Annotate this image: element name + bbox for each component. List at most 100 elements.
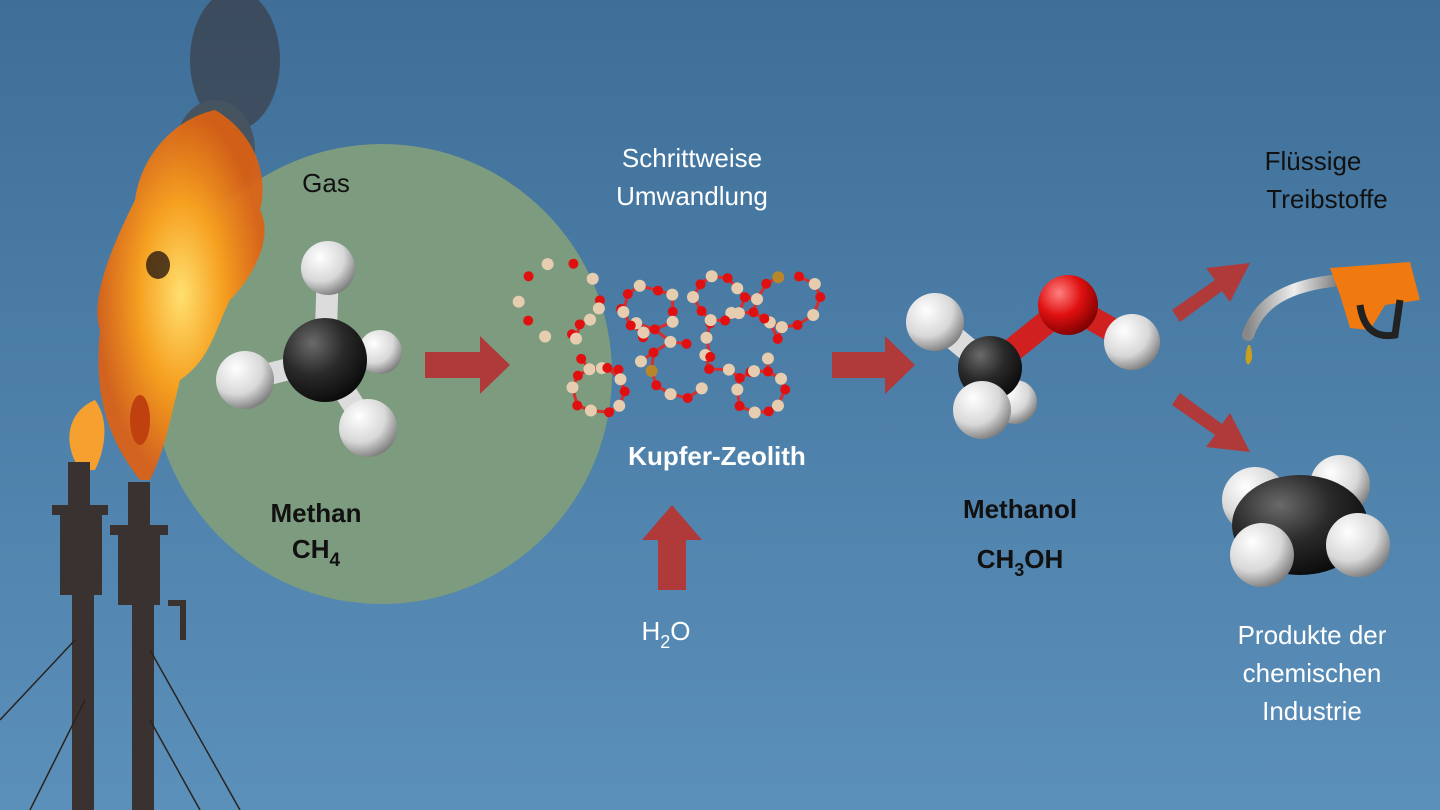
label-step-line2: Umwandlung bbox=[616, 181, 768, 211]
label-methanol-formula: CH3OH bbox=[977, 544, 1064, 580]
silicon-atom bbox=[592, 302, 605, 315]
silicon-atom bbox=[732, 307, 745, 320]
oxygen-atom bbox=[602, 362, 613, 373]
oxygen-atom bbox=[761, 278, 772, 289]
oxygen-atom bbox=[780, 384, 791, 395]
silicon-atom bbox=[807, 309, 820, 322]
silicon-atom bbox=[808, 277, 821, 290]
silicon-atom bbox=[686, 291, 699, 304]
silicon-atom bbox=[584, 404, 597, 417]
label-gas: Gas bbox=[302, 168, 350, 198]
arrow-water-up bbox=[642, 505, 702, 590]
silicon-atom bbox=[775, 321, 788, 334]
copper-atom bbox=[645, 364, 658, 377]
silicon-atom bbox=[666, 288, 679, 301]
silicon-atom bbox=[664, 335, 677, 348]
label-methane-name: Methan bbox=[271, 498, 362, 528]
label-products-line3: Industrie bbox=[1262, 696, 1362, 726]
silicon-atom bbox=[731, 383, 744, 396]
oxygen-atom bbox=[681, 338, 692, 349]
oxygen-atom bbox=[648, 347, 659, 358]
label-step-line1: Schrittweise bbox=[622, 143, 762, 173]
silicon-atom bbox=[613, 399, 626, 412]
arrow-methane-to-zeolite bbox=[425, 336, 510, 394]
oxygen-atom bbox=[619, 386, 630, 397]
oxygen-atom bbox=[649, 324, 660, 335]
oxygen-atom bbox=[695, 279, 706, 290]
silicon-atom bbox=[666, 315, 679, 328]
oxygen-atom bbox=[572, 400, 583, 411]
silicon-atom bbox=[664, 388, 677, 401]
oxygen-atom bbox=[704, 364, 715, 375]
silicon-atom bbox=[761, 352, 774, 365]
oxygen-atom bbox=[759, 313, 770, 324]
copper-atom bbox=[772, 271, 785, 284]
ethylene-molecule bbox=[1222, 455, 1390, 587]
silicon-atom bbox=[586, 272, 599, 285]
silicon-atom bbox=[634, 355, 647, 368]
label-fuels-line1: Flüssige bbox=[1265, 146, 1362, 176]
arrow-zeolite-to-methanol bbox=[832, 336, 915, 394]
silicon-atom bbox=[700, 331, 713, 344]
label-fuels-line2: Treibstoffe bbox=[1266, 184, 1387, 214]
silicon-atom bbox=[748, 406, 761, 419]
oxygen-atom bbox=[762, 366, 773, 377]
oxygen-atom bbox=[523, 315, 534, 326]
oxygen-atom bbox=[772, 333, 783, 344]
silicon-atom bbox=[512, 295, 525, 308]
silicon-atom bbox=[705, 270, 718, 283]
oxygen-atom bbox=[613, 364, 624, 375]
silicon-atom bbox=[637, 326, 650, 339]
copper-zeolite-structure bbox=[512, 258, 826, 419]
label-methanol-name: Methanol bbox=[963, 494, 1077, 524]
methane-molecule bbox=[216, 241, 402, 457]
oxygen-atom bbox=[572, 370, 583, 381]
fuel-nozzle-icon bbox=[1242, 262, 1420, 365]
silicon-atom bbox=[722, 363, 735, 376]
oxygen-atom bbox=[682, 392, 693, 403]
oxygen-atom bbox=[652, 285, 663, 296]
oxygen-atom bbox=[763, 406, 774, 417]
silicon-atom bbox=[566, 381, 579, 394]
silicon-atom bbox=[584, 313, 597, 326]
oxygen-atom bbox=[568, 258, 579, 269]
silicon-atom bbox=[570, 332, 583, 345]
oxygen-atom bbox=[576, 353, 587, 364]
oxygen-atom bbox=[696, 306, 707, 317]
label-water: H2O bbox=[641, 616, 690, 652]
silicon-atom bbox=[539, 330, 552, 343]
silicon-atom bbox=[633, 279, 646, 292]
oxygen-atom bbox=[748, 307, 759, 318]
silicon-atom bbox=[704, 314, 717, 327]
gas-circle bbox=[152, 144, 612, 604]
oxygen-atom bbox=[734, 372, 745, 383]
oxygen-atom bbox=[722, 273, 733, 284]
oxygen-atom bbox=[523, 271, 534, 282]
label-products-line2: chemischen bbox=[1243, 658, 1382, 688]
arrow-to-chemicals bbox=[1172, 393, 1250, 452]
oxygen-atom bbox=[574, 319, 585, 330]
oxygen-atom bbox=[625, 320, 636, 331]
silicon-atom bbox=[541, 258, 554, 271]
silicon-atom bbox=[771, 399, 784, 412]
silicon-atom bbox=[775, 372, 788, 385]
silicon-atom bbox=[751, 293, 764, 306]
oxygen-atom bbox=[734, 401, 745, 412]
reaction-arrows bbox=[425, 263, 1250, 590]
methanol-molecule bbox=[906, 275, 1160, 439]
oxygen-atom bbox=[667, 306, 678, 317]
oxygen-atom bbox=[622, 288, 633, 299]
silicon-atom bbox=[583, 363, 596, 376]
silicon-atom bbox=[614, 373, 627, 386]
arrow-to-fuels bbox=[1172, 263, 1250, 322]
silicon-atom bbox=[617, 305, 630, 318]
label-catalyst: Kupfer-Zeolith bbox=[628, 441, 806, 471]
oxygen-atom bbox=[792, 320, 803, 331]
oxygen-atom bbox=[604, 407, 615, 418]
label-products-line1: Produkte der bbox=[1238, 620, 1387, 650]
oxygen-atom bbox=[651, 380, 662, 391]
oxygen-atom bbox=[720, 315, 731, 326]
oxygen-atom bbox=[705, 351, 716, 362]
oxygen-atom bbox=[815, 292, 826, 303]
